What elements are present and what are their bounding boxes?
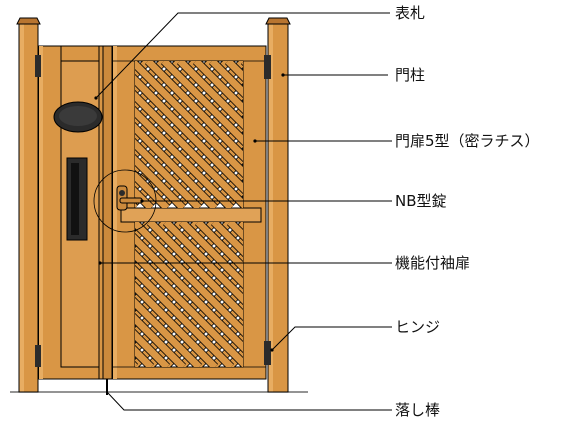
lattice-slat — [195, 222, 243, 272]
lattice-slat — [342, 222, 487, 367]
lattice-slat — [0, 61, 20, 208]
hinge-left-bottom — [35, 345, 41, 367]
lattice-slat — [135, 61, 243, 177]
lattice-slat — [135, 298, 202, 367]
lattice-slat-outline — [374, 222, 519, 367]
lattice-slat — [193, 61, 243, 113]
lattice-panel-bottom — [0, 222, 535, 367]
lattice-slat — [0, 222, 6, 367]
lattice-slat — [177, 61, 243, 129]
label-nameplate: 表札 — [395, 4, 425, 22]
lattice-slat — [135, 234, 243, 352]
lattice-slat — [179, 222, 243, 288]
label-gate-post: 門柱 — [395, 66, 425, 84]
label-drop-rod: 落し棒 — [395, 401, 440, 419]
lattice-slat-outline — [390, 222, 535, 367]
lattice-slat — [0, 61, 4, 208]
lattice-slat — [161, 61, 243, 145]
lattice-panel-top — [0, 61, 243, 208]
lattice-slat — [135, 155, 186, 208]
lattice-slat — [278, 222, 423, 367]
lattice-slat — [211, 222, 243, 256]
lattice-slat-outline — [0, 222, 6, 367]
lattice-slat — [135, 171, 170, 208]
hinge-left-top — [35, 55, 41, 77]
lattice-slat-outline — [326, 222, 471, 367]
lattice-slat — [135, 139, 202, 208]
left-gate-post — [16, 17, 41, 393]
lattice-slat — [310, 222, 455, 367]
lattice-slat — [135, 107, 234, 208]
hinge-right-bottom — [264, 341, 271, 365]
label-lock: NB型錠 — [395, 192, 447, 210]
lattice-slat — [135, 314, 186, 367]
lattice-slat — [390, 222, 535, 367]
lattice-slat — [147, 222, 243, 320]
lattice-slat-outline — [358, 222, 503, 367]
lattice-slat — [163, 222, 243, 304]
hinge-right-top — [264, 55, 271, 79]
leader-lines — [95, 12, 392, 411]
lattice-slat-outline — [310, 222, 455, 367]
lattice-slat — [145, 61, 243, 161]
lattice-slat — [135, 222, 243, 336]
lattice-slat-outline — [0, 61, 4, 208]
lattice-slat — [135, 282, 218, 367]
lattice-slat — [135, 91, 243, 208]
lattice-slat-outline — [278, 222, 423, 367]
lattice-slat-outline — [342, 222, 487, 367]
lattice-slat — [135, 123, 218, 208]
label-hinge: ヒンジ — [395, 318, 440, 336]
lattice-slat — [135, 250, 243, 367]
lattice-slat-outline — [294, 222, 439, 367]
mail-slot — [66, 157, 88, 241]
lattice-slat — [135, 330, 170, 367]
lock — [116, 185, 143, 211]
lattice-slat — [358, 222, 503, 367]
lattice-slat — [374, 222, 519, 367]
lattice-slat — [326, 222, 471, 367]
label-side-door: 機能付袖扉 — [395, 254, 470, 272]
lattice-slat-outline — [0, 61, 20, 208]
lattice-slat — [209, 61, 243, 97]
right-gate-post — [265, 17, 291, 393]
lattice-slat — [294, 222, 439, 367]
label-gate-door: 門扉5型（密ラチス） — [395, 132, 540, 150]
leader-dots — [94, 73, 285, 352]
lattice-slat — [135, 266, 234, 367]
lattice-slat — [135, 75, 243, 193]
